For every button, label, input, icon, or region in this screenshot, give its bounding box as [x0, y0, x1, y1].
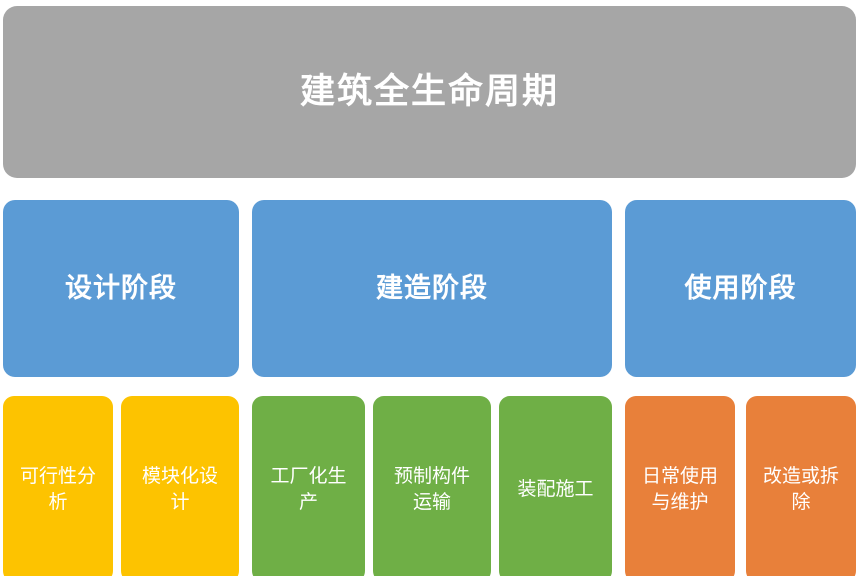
leaf-node-daily-use-maintenance-label: 日常使用与维护	[641, 464, 718, 513]
phase-node-design-label: 设计阶段	[65, 272, 177, 304]
leaf-node-assembly-construction[interactable]: 装配施工	[499, 396, 612, 576]
leaf-node-modular-design-label: 模块化设计	[141, 464, 218, 513]
leaf-node-daily-use-maintenance[interactable]: 日常使用与维护	[625, 396, 735, 576]
leaf-node-prefab-transport[interactable]: 预制构件运输	[373, 396, 491, 576]
leaf-node-modular-design[interactable]: 模块化设计	[121, 396, 239, 576]
phase-node-construction[interactable]: 建造阶段	[252, 200, 612, 377]
phase-node-use-label: 使用阶段	[684, 272, 797, 304]
leaf-node-renovation-demolition-label: 改造或拆除	[762, 464, 839, 513]
root-node-label: 建筑全生命周期	[299, 71, 559, 112]
phase-node-use[interactable]: 使用阶段	[625, 200, 856, 377]
phase-node-design[interactable]: 设计阶段	[3, 200, 239, 377]
leaf-node-factory-production-label: 工厂化生产	[270, 464, 347, 513]
leaf-node-factory-production[interactable]: 工厂化生产	[252, 396, 365, 576]
root-node-building-lifecycle[interactable]: 建筑全生命周期	[3, 6, 856, 178]
leaf-node-prefab-transport-label: 预制构件运输	[393, 464, 470, 513]
leaf-node-feasibility-analysis-label: 可行性分析	[19, 464, 96, 513]
phase-node-construction-label: 建造阶段	[376, 272, 488, 304]
leaf-node-renovation-demolition[interactable]: 改造或拆除	[746, 396, 856, 576]
leaf-node-assembly-construction-label: 装配施工	[517, 477, 594, 500]
leaf-node-feasibility-analysis[interactable]: 可行性分析	[3, 396, 113, 576]
